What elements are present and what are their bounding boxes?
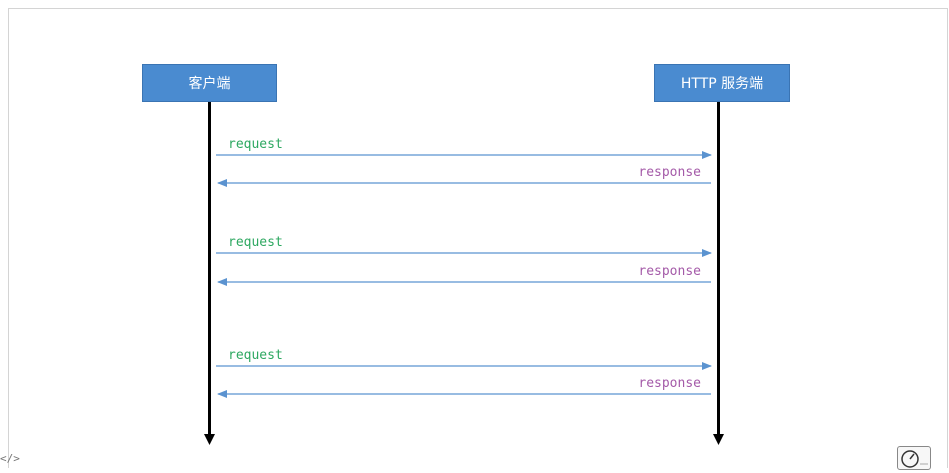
code-icon[interactable]: </> (0, 452, 20, 465)
client-actor-label: 客户端 (188, 76, 231, 92)
gauge-icon[interactable] (897, 446, 931, 470)
response-label-2: response (638, 264, 701, 279)
response-label-3: response (638, 376, 701, 391)
client-lifeline-arrowhead (204, 434, 215, 445)
request-label-1: request (228, 137, 283, 152)
client-actor: 客户端 (142, 64, 277, 102)
server-actor-label: HTTP 服务端 (680, 76, 764, 92)
response-label-1: response (638, 165, 701, 180)
server-actor: HTTP 服务端 (654, 64, 790, 102)
server-lifeline-arrowhead (713, 434, 724, 445)
gauge-icon-graphic (901, 450, 928, 468)
request-label-2: request (228, 235, 283, 250)
request-label-3: request (228, 348, 283, 363)
diagram-frame (8, 8, 948, 468)
